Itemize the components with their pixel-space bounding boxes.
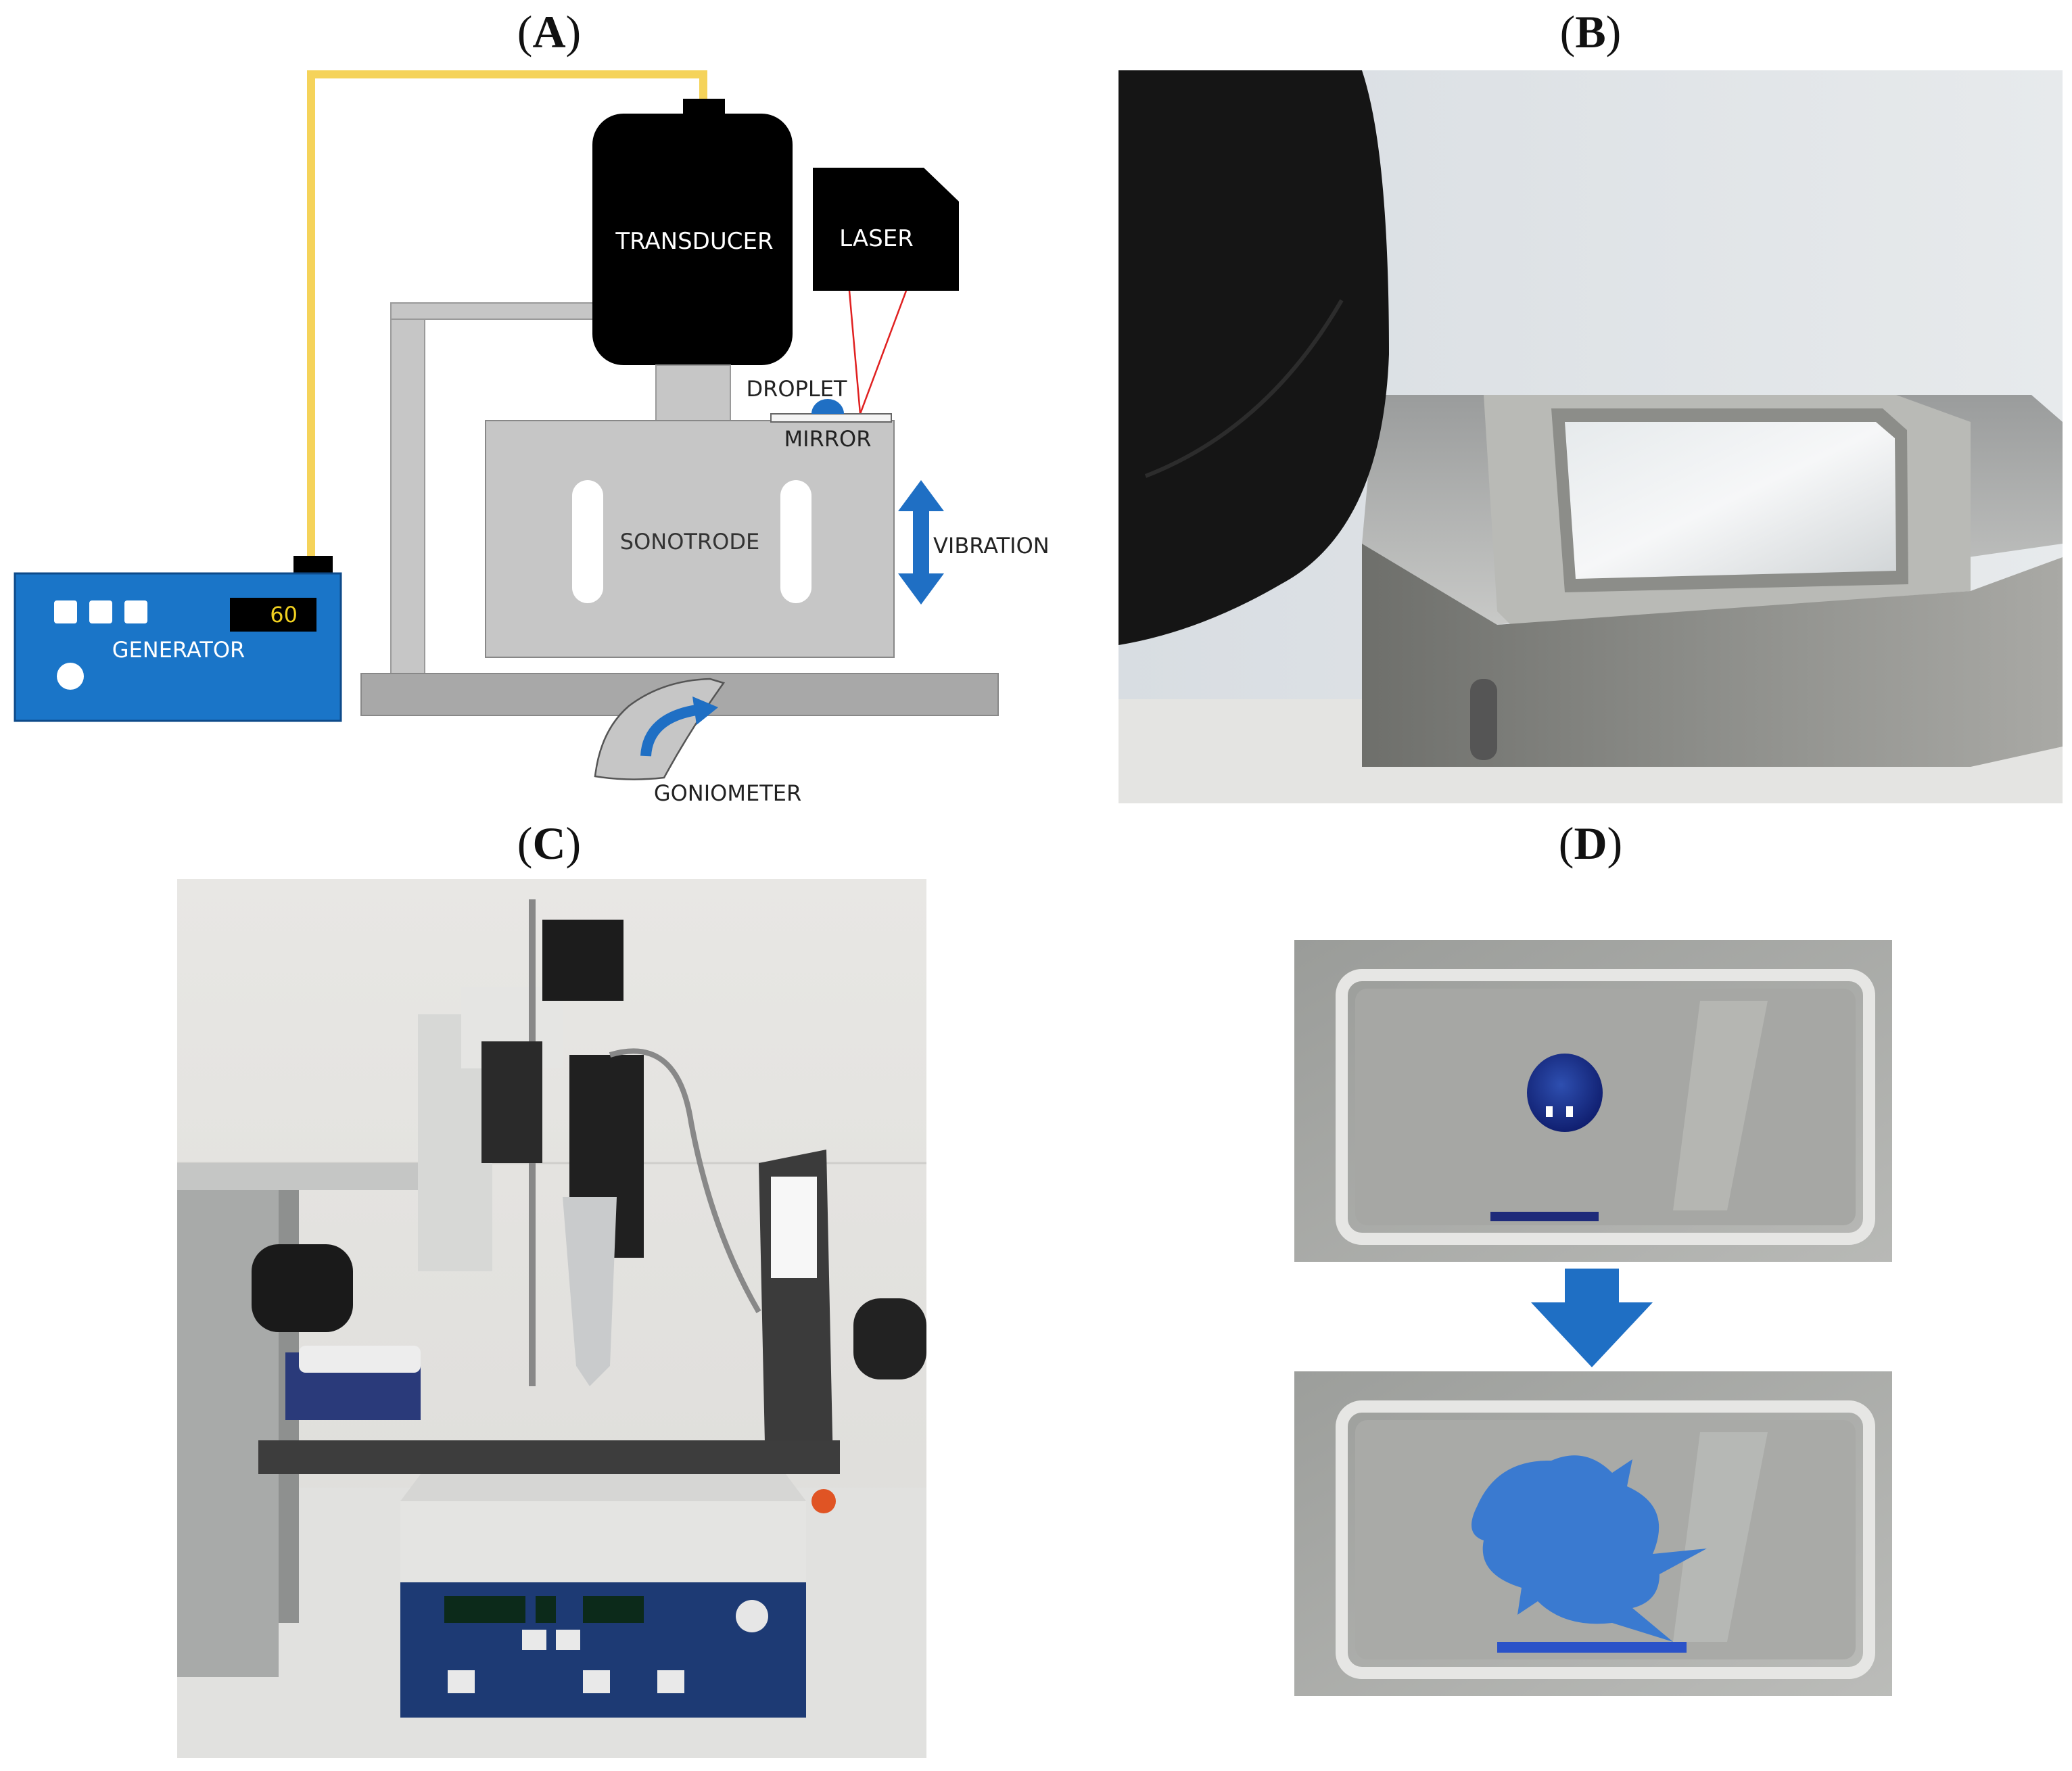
mirror xyxy=(770,413,892,423)
droplet-label: DROPLET xyxy=(747,376,847,402)
mirror-label: MIRROR xyxy=(784,426,872,452)
vibration-arrow-icon xyxy=(898,480,944,605)
generator-knob[interactable] xyxy=(57,663,84,690)
sonotrode-right-slot xyxy=(780,480,811,603)
generator-display-value: 60 xyxy=(270,602,298,628)
transducer-label: TRANSDUCER xyxy=(615,228,773,255)
laser-beam-incident xyxy=(848,290,862,415)
laser-beam-reflected xyxy=(859,290,908,415)
panel-label-b: (B) xyxy=(1559,6,1622,57)
droplet xyxy=(811,399,844,414)
sonotrode-body xyxy=(485,420,895,658)
goniometer-label: GONIOMETER xyxy=(654,780,801,806)
generator-label: GENERATOR xyxy=(112,637,245,663)
generator-cable xyxy=(307,70,707,556)
photo-sonotrode-mirror xyxy=(1119,70,2063,803)
transducer-body xyxy=(592,114,793,365)
laser-label: LASER xyxy=(839,225,914,252)
sonotrode-left-slot xyxy=(572,480,603,603)
photo-droplet-before xyxy=(1294,940,1892,1262)
panel-label-c: (C) xyxy=(517,818,582,869)
droplet-atomized-spread xyxy=(1471,1455,1707,1642)
photo-experimental-setup xyxy=(177,879,926,1758)
droplet-sessile xyxy=(1527,1054,1603,1132)
panel-label-a: (A) xyxy=(517,6,582,57)
goniometer-curved-arrow-icon xyxy=(640,696,718,757)
generator-key-1[interactable] xyxy=(54,600,77,623)
setup-schematic: TRANSDUCER SONOTRODE LASER DROPLET MIRRO… xyxy=(14,70,1050,806)
sonotrode-label: SONOTRODE xyxy=(620,529,759,554)
generator-display xyxy=(230,598,316,632)
laser-body xyxy=(813,168,959,291)
stand-vertical-post xyxy=(390,302,425,677)
generator-key-3[interactable] xyxy=(124,600,147,623)
transition-down-arrow-icon xyxy=(1531,1269,1653,1367)
generator-key-2[interactable] xyxy=(89,600,112,623)
photo-droplet-after xyxy=(1294,1371,1892,1696)
sonotrode-neck xyxy=(655,364,731,427)
vibration-label: VIBRATION xyxy=(933,533,1050,559)
panel-label-d: (D) xyxy=(1558,818,1623,869)
